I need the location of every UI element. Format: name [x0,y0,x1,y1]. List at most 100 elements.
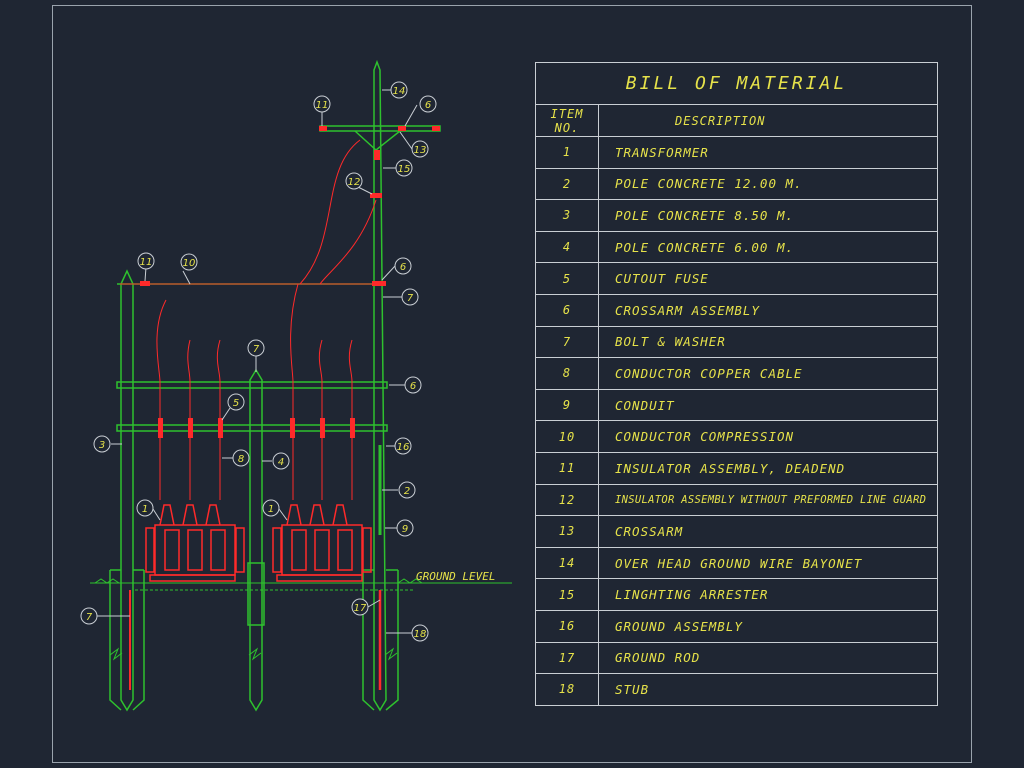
item-number: 8 [535,357,599,390]
item-number: 2 [535,167,599,201]
item-description: CONDUCTOR COMPRESSION [598,420,938,453]
item-number: 15 [535,578,599,611]
item-description: CROSSARM ASSEMBLY [598,293,938,327]
svg-text:7: 7 [407,293,414,304]
svg-text:1: 1 [142,504,148,515]
item-number: 7 [535,325,599,359]
item-number: 12 [535,483,599,517]
item-number: 9 [535,388,599,422]
pole-right [362,59,399,712]
callout-bubble: 18 [411,624,429,642]
item-description: TRANSFORMER [598,136,938,169]
svg-text:12: 12 [348,177,361,188]
svg-text:10: 10 [183,258,196,269]
callout-bubble: 14 [390,81,408,99]
svg-text:2: 2 [404,486,410,497]
callout-bubble: 4 [272,452,290,470]
callout-bubble: 2 [398,481,416,499]
callout-bubble: 16 [394,437,412,455]
item-no-header: ITEM NO. [535,104,599,137]
item-description: LINGHTING ARRESTER [598,578,938,611]
drawing-border [52,5,972,763]
callout-bubble: 13 [411,140,429,158]
ground-level-label: GROUND LEVEL [416,570,495,583]
callout-bubble: 1 [136,499,154,517]
bom-title: BILL OF MATERIAL [535,62,938,105]
item-description: INSULATOR ASSEMBLY, DEADEND [598,451,938,485]
svg-text:11: 11 [316,100,329,111]
callout-bubble: 12 [345,172,363,190]
svg-text:17: 17 [354,603,367,614]
item-number: 10 [535,420,599,453]
item-number: 11 [535,451,599,485]
item-description: GROUND ASSEMBLY [598,609,938,643]
item-number: 18 [535,673,599,706]
item-number: 14 [535,546,599,580]
item-number: 4 [535,230,599,264]
callout-bubble: 6 [419,95,437,113]
svg-text:5: 5 [233,398,239,409]
callout-bubble: 6 [394,257,412,275]
item-description: OVER HEAD GROUND WIRE BAYONET [598,546,938,580]
item-description: BOLT & WASHER [598,325,938,359]
item-description: CROSSARM [598,515,938,548]
item-description: GROUND ROD [598,641,938,675]
callout-bubble: 15 [395,159,413,177]
item-number: 3 [535,199,599,232]
cutout-fuses [140,126,440,438]
transformer-right [272,504,372,582]
svg-text:6: 6 [400,262,406,273]
item-number: 13 [535,515,599,548]
svg-text:9: 9 [402,524,408,535]
callout-bubble: 6 [404,376,422,394]
callout-bubble: 7 [80,607,98,625]
svg-text:7: 7 [253,344,260,355]
svg-text:1: 1 [268,504,274,515]
callout-bubble: 8 [232,449,250,467]
svg-text:3: 3 [99,440,105,451]
item-description: POLE CONCRETE 12.00 M. [598,167,938,201]
item-description: STUB [598,673,938,706]
svg-text:11: 11 [140,257,153,268]
callout-bubble: 1 [262,499,280,517]
callout-bubble: 7 [401,288,419,306]
callout-bubble: 7 [247,339,265,357]
svg-text:14: 14 [393,86,406,97]
callouts: 1 1 2 3 4 5 6 6 6 7 7 7 8 9 10 11 11 12 … [80,81,437,642]
item-description: CONDUCTOR COPPER CABLE [598,357,938,390]
callout-bubble: 11 [313,95,331,113]
svg-text:15: 15 [398,164,411,175]
callout-leaders [97,89,418,634]
callout-bubble: 17 [351,598,369,616]
item-description: INSULATOR ASSEMBLY WITHOUT PREFORMED LIN… [598,483,938,517]
conductors [120,139,385,690]
svg-text:4: 4 [278,457,284,468]
item-description: POLE CONCRETE 8.50 M. [598,199,938,232]
item-description: CUTOUT FUSE [598,262,938,295]
svg-text:7: 7 [86,612,93,623]
item-number: 5 [535,262,599,295]
callout-bubble: 10 [180,253,198,271]
bom-title-row: BILL OF MATERIAL [535,62,938,105]
svg-text:6: 6 [425,100,431,111]
item-description: CONDUIT [598,388,938,422]
